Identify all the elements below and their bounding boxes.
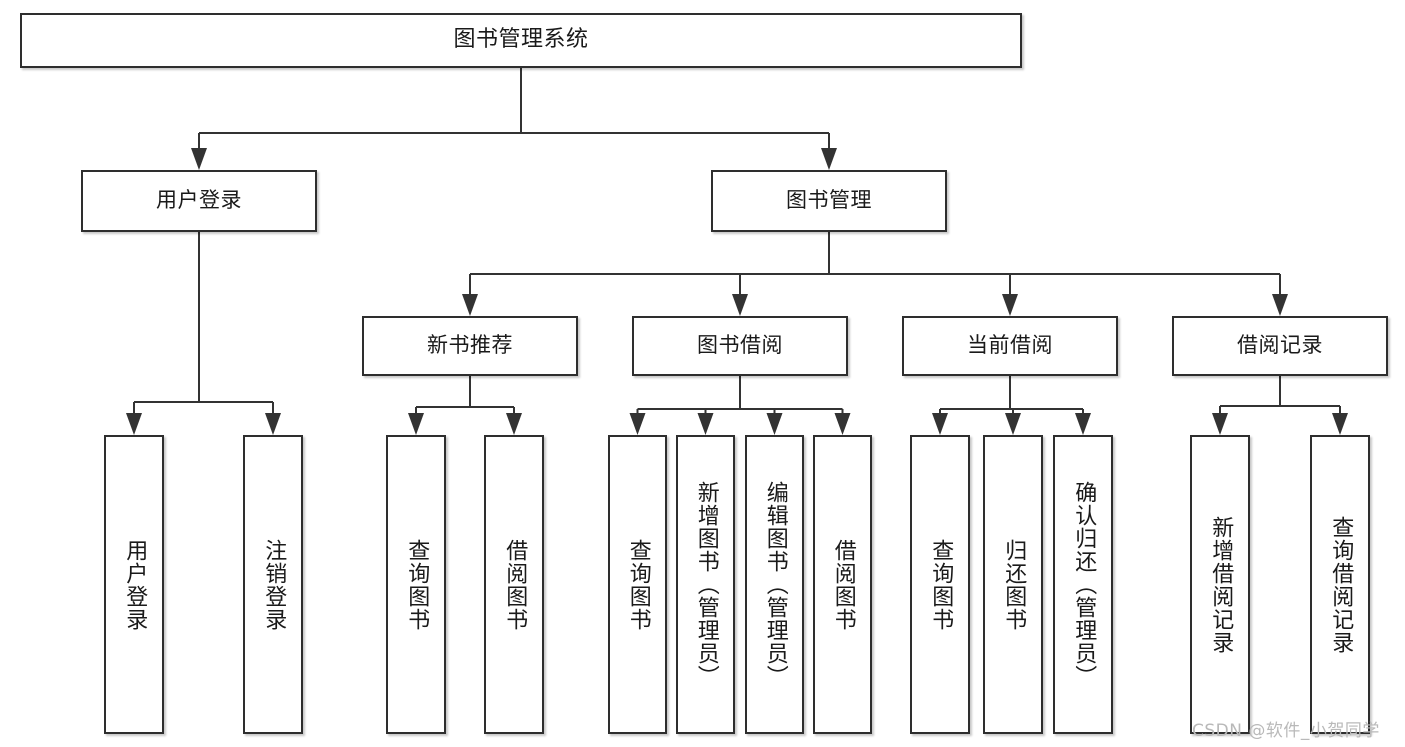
node-label: 查询图书 — [928, 538, 954, 631]
node-book-borrow[interactable]: 图书借阅 — [632, 316, 848, 376]
node-leaf-query-book-3[interactable]: 查询图书 — [910, 435, 970, 734]
node-leaf-confirm-return[interactable]: 确认归还（管理员） — [1053, 435, 1113, 734]
node-leaf-borrow-book-2[interactable]: 借阅图书 — [813, 435, 872, 734]
node-label: 借阅图书 — [830, 538, 856, 631]
node-new-book-recommend[interactable]: 新书推荐 — [362, 316, 578, 376]
node-current-borrow[interactable]: 当前借阅 — [902, 316, 1118, 376]
node-label: 归还图书 — [1001, 538, 1027, 631]
node-leaf-add-book[interactable]: 新增图书（管理员） — [676, 435, 735, 734]
node-label: 图书管理系统 — [453, 27, 589, 53]
node-leaf-query-book-1[interactable]: 查询图书 — [386, 435, 446, 734]
node-label: 借阅记录 — [1237, 333, 1323, 358]
node-label: 当前借阅 — [967, 333, 1053, 358]
node-label: 图书管理 — [786, 188, 872, 213]
node-label: 借阅图书 — [502, 538, 528, 631]
node-label: 查询图书 — [404, 538, 430, 631]
node-label: 查询图书 — [625, 538, 651, 631]
node-label: 用户登录 — [122, 538, 148, 631]
node-label: 确认归还（管理员） — [1071, 481, 1097, 688]
node-leaf-add-borrow-record[interactable]: 新增借阅记录 — [1190, 435, 1250, 734]
node-label: 图书借阅 — [697, 333, 783, 358]
node-leaf-logout[interactable]: 注销登录 — [243, 435, 303, 734]
node-label: 编辑图书（管理员） — [762, 481, 788, 688]
node-borrow-record[interactable]: 借阅记录 — [1172, 316, 1388, 376]
node-label: 新书推荐 — [427, 333, 513, 358]
node-leaf-user-login[interactable]: 用户登录 — [104, 435, 164, 734]
node-label: 用户登录 — [156, 188, 242, 213]
node-label: 查询借阅记录 — [1328, 515, 1354, 654]
node-user-login[interactable]: 用户登录 — [81, 170, 317, 232]
node-label: 注销登录 — [261, 538, 287, 631]
node-label: 新增图书（管理员） — [693, 481, 719, 688]
node-root-system[interactable]: 图书管理系统 — [20, 13, 1022, 68]
node-leaf-return-book[interactable]: 归还图书 — [983, 435, 1043, 734]
node-leaf-query-book-2[interactable]: 查询图书 — [608, 435, 667, 734]
node-leaf-query-borrow-record[interactable]: 查询借阅记录 — [1310, 435, 1370, 734]
node-label: 新增借阅记录 — [1208, 515, 1234, 654]
node-book-manage[interactable]: 图书管理 — [711, 170, 947, 232]
node-leaf-borrow-book-1[interactable]: 借阅图书 — [484, 435, 544, 734]
node-leaf-edit-book[interactable]: 编辑图书（管理员） — [745, 435, 804, 734]
